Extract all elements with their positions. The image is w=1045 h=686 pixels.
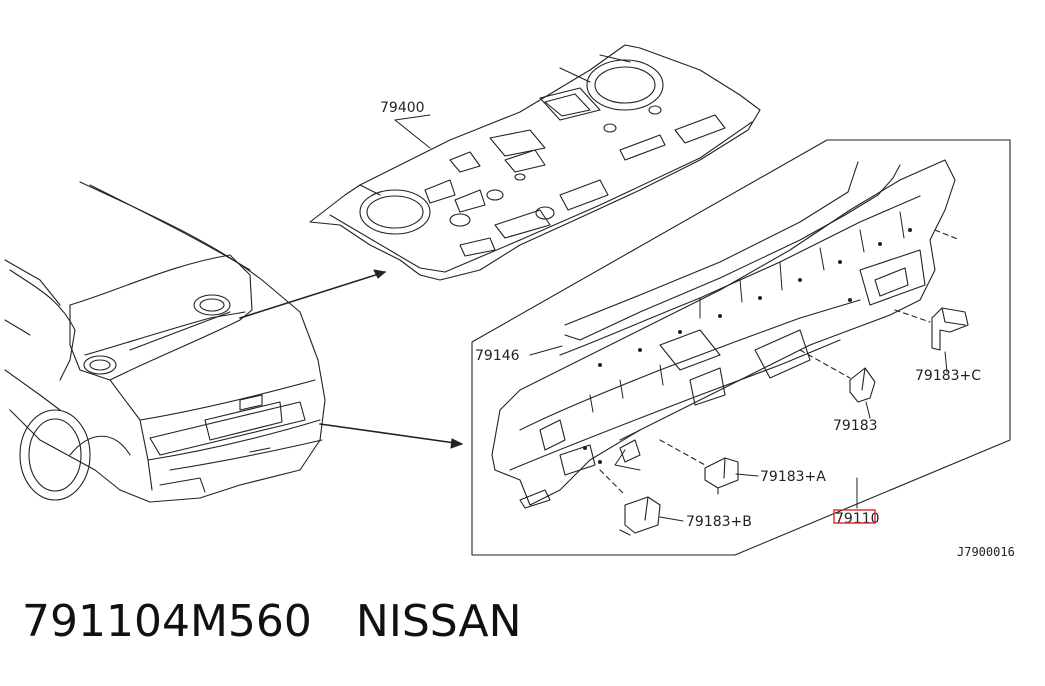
- rear-panel-assembly: [491, 159, 961, 509]
- label-79110: 79110: [835, 511, 880, 527]
- highlight-box: [833, 509, 876, 524]
- diagram-code: J7900016: [957, 545, 1015, 559]
- parts-diagram: 79400 79146 79183+C 79183 79183+A 79183+…: [4, 44, 1015, 559]
- bracket-79183: [849, 367, 876, 403]
- label-79183b: 79183+B: [686, 514, 752, 530]
- bracket-79183a: [704, 457, 739, 495]
- brand-name: NISSAN: [355, 596, 522, 647]
- car-rear-view: [4, 181, 326, 503]
- caption: 791104M560 NISSAN: [22, 596, 522, 647]
- pointer-arrows: [239, 269, 463, 449]
- part-number: 791104M560: [22, 596, 312, 647]
- label-79400: 79400: [380, 100, 425, 116]
- rear-panel-box: [471, 139, 1011, 556]
- label-79183c: 79183+C: [915, 368, 981, 384]
- label-79183: 79183: [833, 418, 878, 434]
- rear-parcel-shelf: [309, 44, 761, 281]
- bracket-79183b: [619, 496, 661, 536]
- label-79146: 79146: [475, 348, 520, 364]
- leader-lines: [394, 114, 948, 522]
- label-79183a: 79183+A: [760, 469, 826, 485]
- bracket-79183c: [931, 307, 969, 351]
